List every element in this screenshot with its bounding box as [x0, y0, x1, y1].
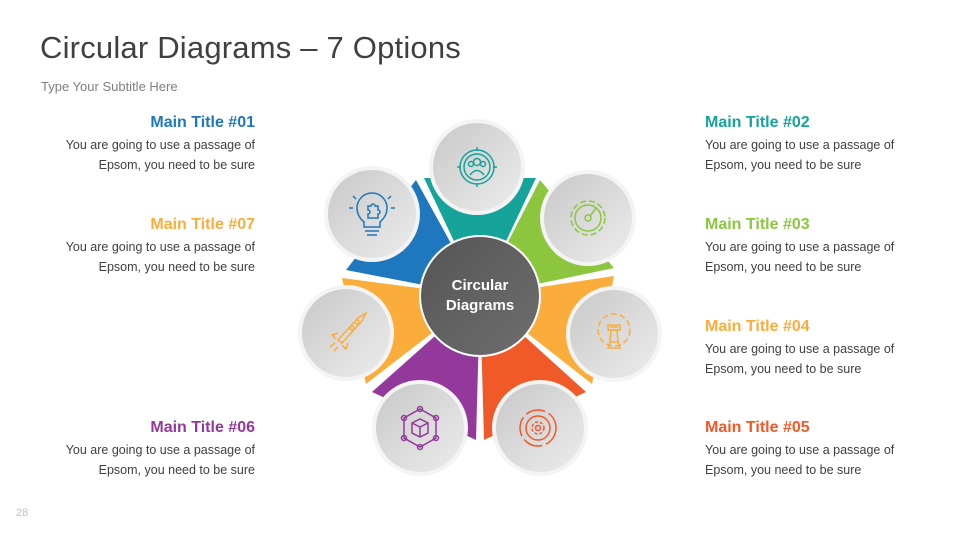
chess-gear-icon: [597, 313, 631, 349]
option-body-line: Epsom, you need to be sure: [705, 158, 862, 172]
gauge-gear-icon: [570, 200, 606, 236]
option-body-line: Epsom, you need to be sure: [98, 158, 255, 172]
option-circle-07: [298, 285, 394, 381]
option-body: You are going to use a passage of Epsom,…: [705, 440, 920, 480]
option-body-line: Epsom, you need to be sure: [705, 260, 862, 274]
option-block-02: Main Title #02 You are going to use a pa…: [705, 113, 920, 175]
option-body: You are going to use a passage of Epsom,…: [40, 237, 255, 277]
option-body-line: You are going to use a passage of: [65, 138, 255, 152]
option-block-04: Main Title #04 You are going to use a pa…: [705, 317, 920, 379]
slide-subtitle: Type Your Subtitle Here: [41, 79, 178, 94]
option-circle-03: [540, 170, 636, 266]
option-block-03: Main Title #03 You are going to use a pa…: [705, 215, 920, 277]
option-body-line: Epsom, you need to be sure: [705, 362, 862, 376]
option-body-line: You are going to use a passage of: [705, 443, 895, 457]
option-body-line: You are going to use a passage of: [65, 240, 255, 254]
option-title: Main Title #02: [705, 114, 810, 131]
option-title: Main Title #03: [705, 216, 810, 233]
option-body: You are going to use a passage of Epsom,…: [705, 339, 920, 379]
option-circle-02: [429, 119, 525, 215]
option-circle-04: [566, 286, 662, 382]
option-block-05: Main Title #05 You are going to use a pa…: [705, 418, 920, 480]
gear-cycle-icon: [519, 409, 557, 447]
option-block-07: Main Title #07 You are going to use a pa…: [40, 215, 255, 277]
slide-title: Circular Diagrams – 7 Options: [40, 30, 462, 65]
option-circle-05: [492, 380, 588, 476]
option-body: You are going to use a passage of Epsom,…: [705, 237, 920, 277]
center-label-line2: Diagrams: [445, 297, 515, 314]
option-circle-06: [372, 380, 468, 476]
center-label-line1: Circular: [451, 277, 509, 294]
option-block-06: Main Title #06 You are going to use a pa…: [40, 418, 255, 480]
option-body-line: You are going to use a passage of: [705, 138, 895, 152]
rocket-icon: [329, 310, 368, 352]
option-body-line: You are going to use a passage of: [65, 443, 255, 457]
team-target-icon: [457, 147, 497, 187]
option-body: You are going to use a passage of Epsom,…: [40, 135, 255, 175]
option-title: Main Title #01: [150, 114, 255, 131]
page-number: 28: [16, 507, 29, 519]
option-circle-01: [324, 166, 420, 262]
option-title: Main Title #04: [705, 318, 810, 335]
box-network-icon: [400, 405, 440, 451]
option-block-01: Main Title #01 You are going to use a pa…: [40, 113, 255, 175]
option-title: Main Title #06: [150, 419, 255, 436]
option-body-line: You are going to use a passage of: [705, 342, 895, 356]
option-body-line: Epsom, you need to be sure: [705, 463, 862, 477]
lightbulb-puzzle-icon: [349, 192, 395, 236]
option-title: Main Title #05: [705, 419, 810, 436]
option-body: You are going to use a passage of Epsom,…: [705, 135, 920, 175]
option-body-line: Epsom, you need to be sure: [98, 260, 255, 274]
option-body-line: You are going to use a passage of: [705, 240, 895, 254]
center-label: Circular Diagrams: [420, 276, 540, 316]
option-body-line: Epsom, you need to be sure: [98, 463, 255, 477]
option-body: You are going to use a passage of Epsom,…: [40, 440, 255, 480]
option-title: Main Title #07: [150, 216, 255, 233]
